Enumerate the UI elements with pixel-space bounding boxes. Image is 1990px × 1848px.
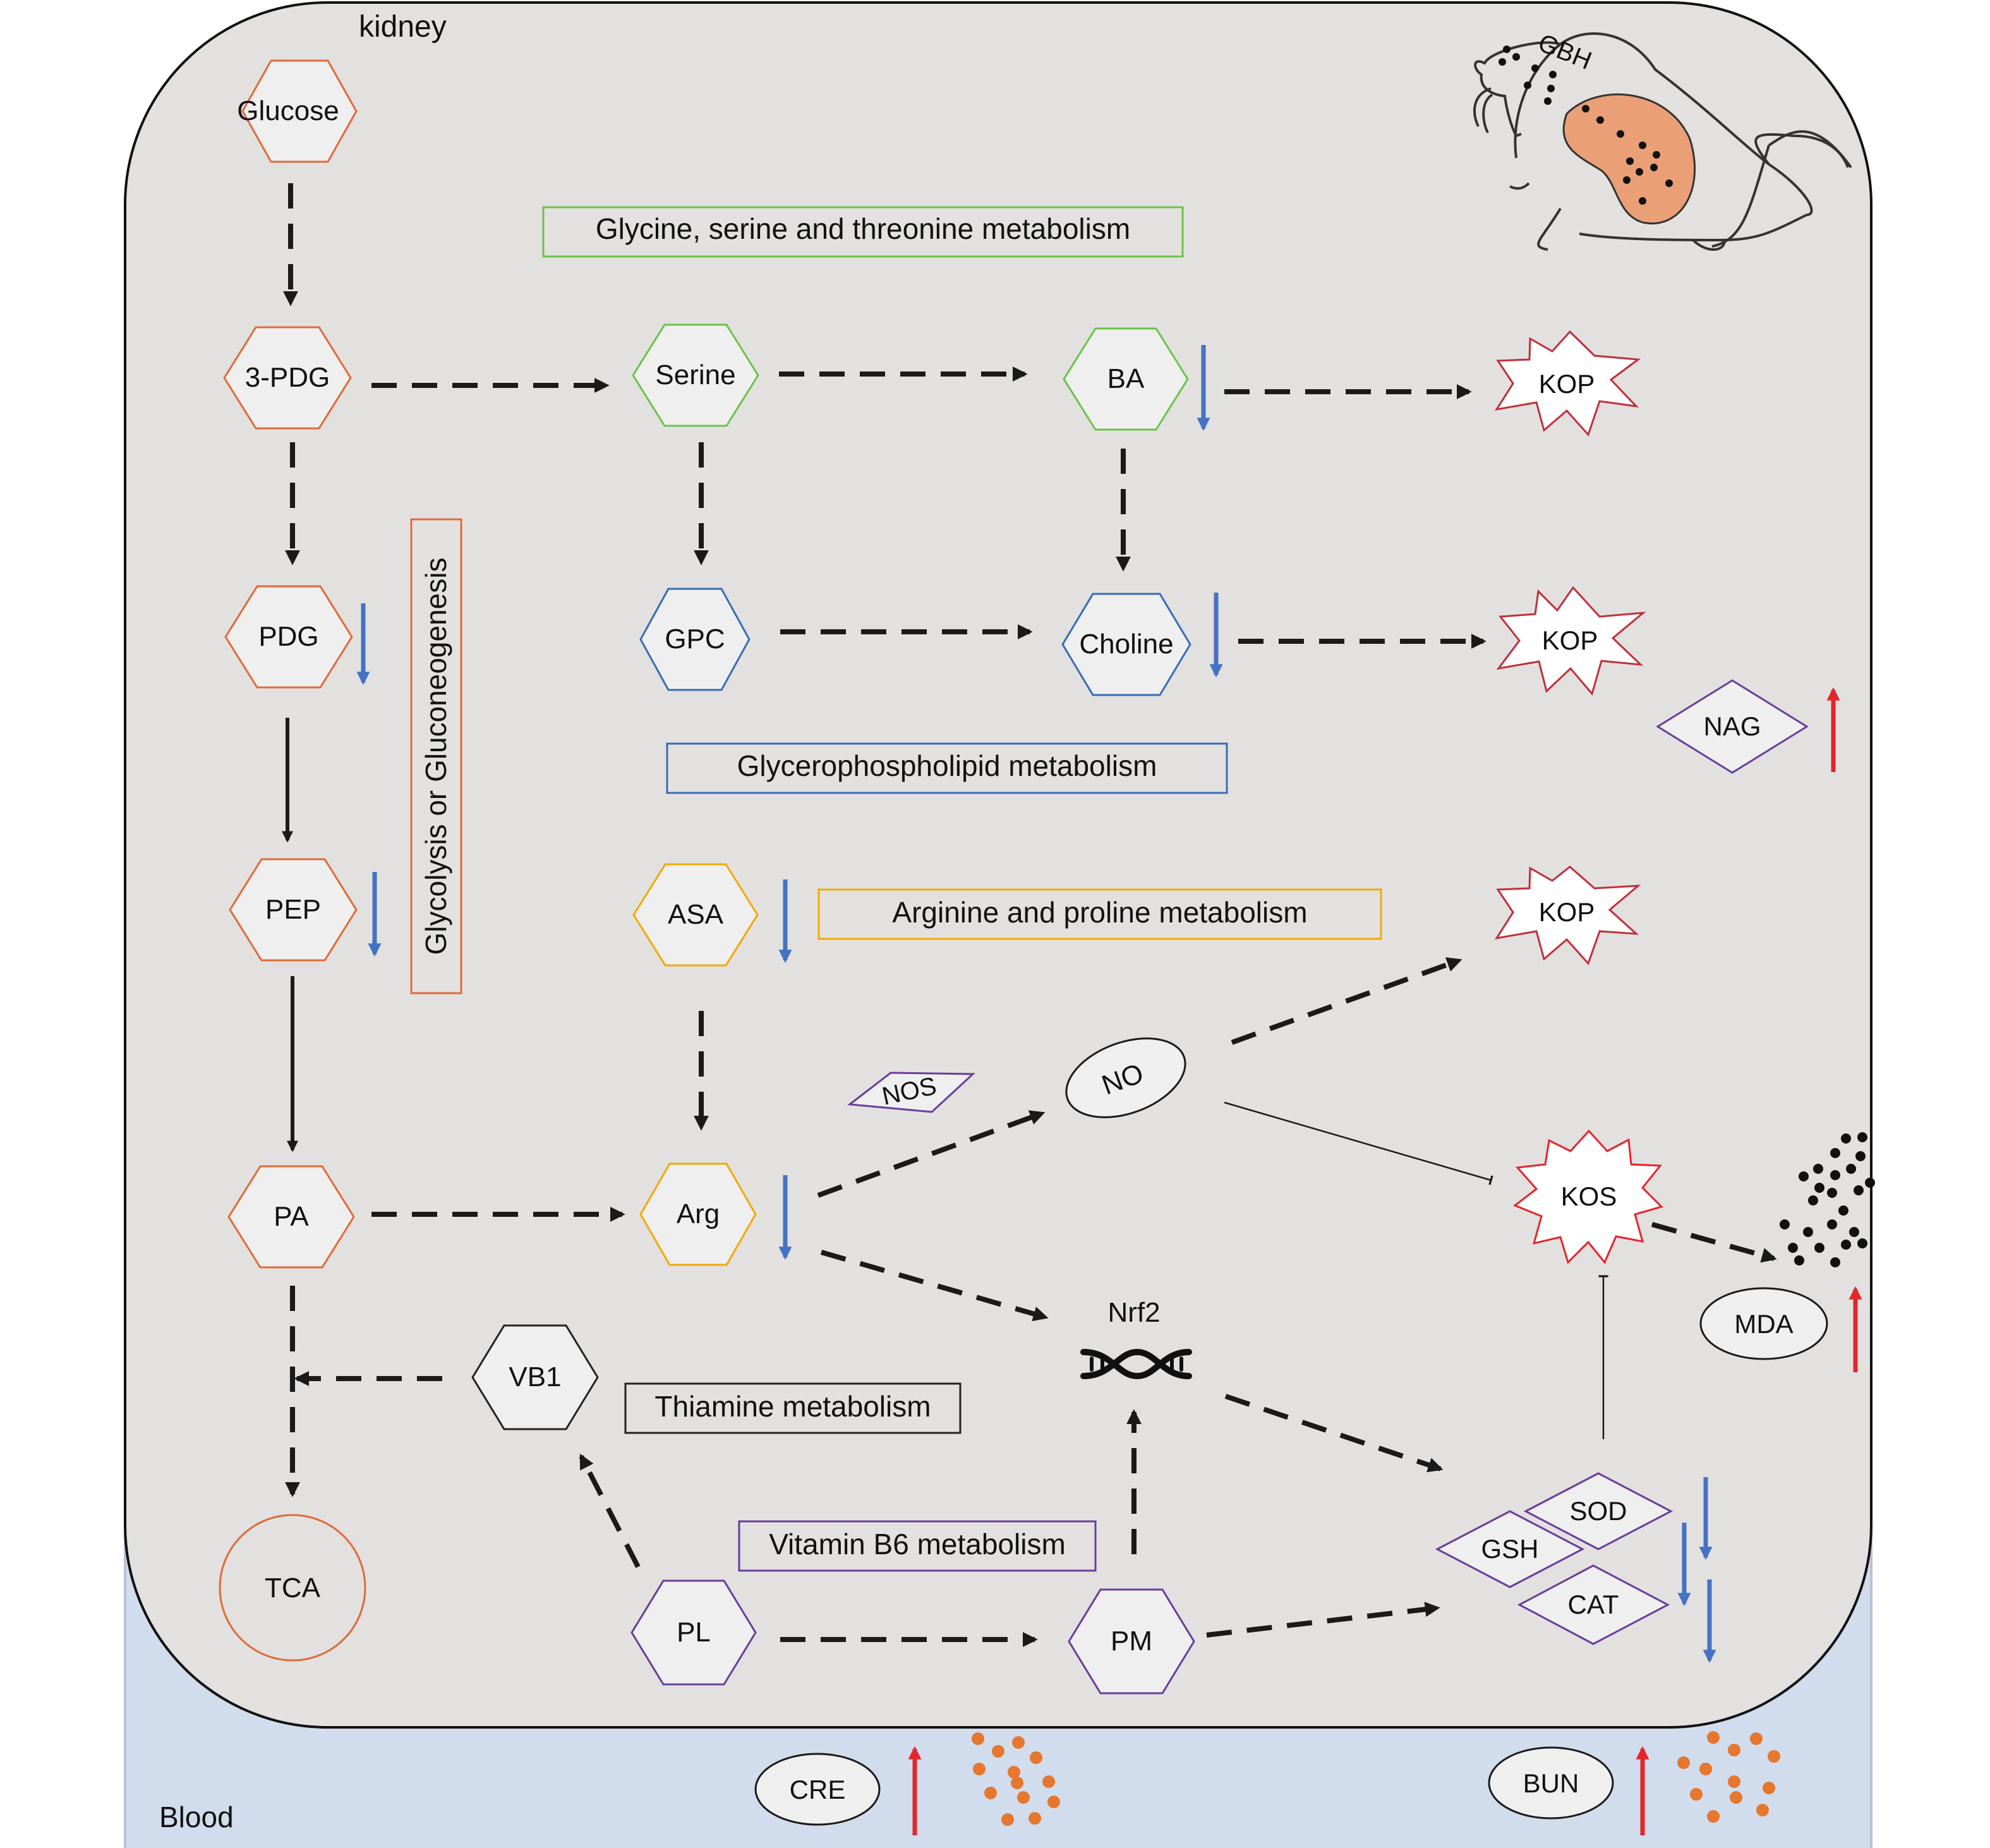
node-cat: CAT bbox=[1517, 1564, 1670, 1645]
node-pdg-label: PDG bbox=[258, 621, 318, 652]
pathway-vitamin-b6: Vitamin B6 metabolism bbox=[738, 1520, 1097, 1572]
node-glucose: Glucose bbox=[237, 59, 358, 163]
pathway-arginine-label: Arginine and proline metabolism bbox=[892, 896, 1307, 929]
node-cre: CRE bbox=[754, 1753, 881, 1826]
node-kop1: KOP bbox=[1494, 330, 1641, 437]
node-bun-label: BUN bbox=[1523, 1768, 1579, 1798]
node-serine: Serine bbox=[632, 323, 759, 427]
cre-particles bbox=[972, 1732, 1060, 1826]
node-gpc: GPC bbox=[639, 588, 751, 691]
pathway-glycolysis-label: Glycolysis or Gluconeogenesis bbox=[419, 558, 452, 955]
node-sod: SOD bbox=[1523, 1472, 1673, 1550]
node-pm: PM bbox=[1068, 1588, 1195, 1694]
node-choline: Choline bbox=[1061, 593, 1191, 696]
node-cre-label: CRE bbox=[790, 1775, 846, 1804]
blood-label: Blood bbox=[159, 1801, 234, 1833]
up-arrows bbox=[908, 687, 1862, 1835]
node-serine-label: Serine bbox=[655, 359, 735, 390]
node-ba: BA bbox=[1063, 327, 1189, 431]
node-arg-label: Arg bbox=[677, 1199, 720, 1229]
node-nag-label: NAG bbox=[1703, 711, 1761, 741]
node-glucose-label: Glucose bbox=[237, 95, 339, 126]
node-nrf2: Nrf2 bbox=[1080, 1297, 1192, 1380]
node-gsh-label: GSH bbox=[1481, 1534, 1538, 1564]
node-mda-label: MDA bbox=[1734, 1309, 1793, 1339]
node-nag: NAG bbox=[1656, 679, 1809, 774]
oxidative-dots bbox=[1780, 1132, 1875, 1267]
pathway-arginine: Arginine and proline metabolism bbox=[817, 888, 1382, 940]
node-pm-label: PM bbox=[1111, 1626, 1152, 1657]
node-gsh: GSH bbox=[1435, 1510, 1585, 1588]
kidney-label: kidney bbox=[359, 10, 447, 44]
pathway-glycerophospholipid: Glycerophospholipid metabolism bbox=[666, 742, 1228, 794]
arrow-pl-vb1 bbox=[579, 1453, 641, 1568]
node-kos: KOS bbox=[1513, 1129, 1663, 1264]
node-cat-label: CAT bbox=[1568, 1590, 1619, 1619]
pathway-vitamin-b6-label: Vitamin B6 metabolism bbox=[769, 1528, 1066, 1561]
inhibit-no-kos bbox=[1224, 1101, 1493, 1185]
node-pep: PEP bbox=[229, 858, 358, 962]
pathway-glycolysis: Glycolysis or Gluconeogenesis bbox=[410, 518, 462, 994]
node-kop2-label: KOP bbox=[1542, 625, 1598, 655]
node-ba-label: BA bbox=[1107, 363, 1145, 394]
kidney-compartment bbox=[124, 1, 1872, 1729]
node-kos-label: KOS bbox=[1561, 1181, 1617, 1211]
node-arg: Arg bbox=[639, 1163, 757, 1266]
node-kop1-label: KOP bbox=[1539, 369, 1595, 399]
dashed-arrows bbox=[283, 183, 1777, 1647]
pathway-glycine: Glycine, serine and threonine metabolism bbox=[542, 206, 1184, 258]
rat-illustration bbox=[1473, 32, 1852, 251]
arrow-kos-mda bbox=[1651, 1222, 1777, 1263]
solid-arrows bbox=[282, 718, 298, 1152]
node-vb1: VB1 bbox=[471, 1324, 599, 1430]
node-asa-label: ASA bbox=[668, 899, 724, 930]
dna-icon bbox=[1080, 1348, 1192, 1380]
node-3pdg-label: 3-PDG bbox=[245, 362, 330, 393]
node-bun: BUN bbox=[1488, 1746, 1614, 1820]
node-pep-label: PEP bbox=[265, 894, 321, 925]
pathway-glycerophospholipid-label: Glycerophospholipid metabolism bbox=[737, 749, 1157, 782]
node-pl-label: PL bbox=[677, 1617, 711, 1648]
node-choline-label: Choline bbox=[1079, 629, 1173, 660]
node-pa-label: PA bbox=[274, 1201, 309, 1232]
pathway-thiamine: Thiamine metabolism bbox=[624, 1382, 962, 1434]
node-mda: MDA bbox=[1699, 1287, 1828, 1360]
down-arrows bbox=[356, 345, 1716, 1664]
node-sod-label: SOD bbox=[1569, 1496, 1627, 1526]
node-kop3-label: KOP bbox=[1539, 897, 1595, 927]
pathway-glycine-label: Glycine, serine and threonine metabolism bbox=[596, 212, 1130, 245]
node-tca: TCA bbox=[219, 1514, 366, 1662]
node-no: NO bbox=[1065, 1037, 1186, 1118]
node-nos: NOS bbox=[847, 1072, 975, 1113]
node-gpc-label: GPC bbox=[665, 624, 725, 655]
node-3pdg: 3-PDG bbox=[223, 326, 352, 430]
node-pdg: PDG bbox=[224, 585, 353, 689]
node-nrf2-label: Nrf2 bbox=[1107, 1297, 1160, 1328]
rat-dots bbox=[1499, 45, 1673, 205]
node-tca-label: TCA bbox=[265, 1573, 321, 1603]
bun-particles bbox=[1677, 1731, 1780, 1823]
node-kop3: KOP bbox=[1494, 866, 1641, 965]
pathway-thiamine-label: Thiamine metabolism bbox=[654, 1390, 931, 1423]
node-asa: ASA bbox=[632, 863, 759, 967]
inhibition-lines bbox=[1224, 1101, 1608, 1439]
node-pa: PA bbox=[227, 1165, 355, 1269]
node-vb1-label: VB1 bbox=[509, 1362, 561, 1392]
node-kop2: KOP bbox=[1496, 586, 1646, 696]
node-pl: PL bbox=[630, 1579, 757, 1686]
